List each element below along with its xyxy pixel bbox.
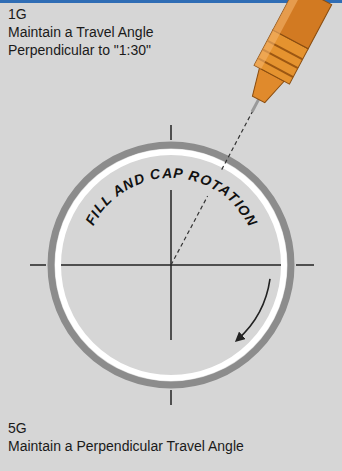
instruction-text: Maintain a Travel Angle bbox=[8, 24, 154, 41]
pipe-section: FILL AND CAP ROTATION bbox=[51, 145, 291, 385]
position-code: 1G bbox=[8, 6, 27, 23]
instruction-text: Perpendicular to "1:30" bbox=[8, 42, 151, 59]
rotation-label: FILL AND CAP ROTATION bbox=[51, 145, 291, 385]
position-code: 5G bbox=[8, 420, 27, 437]
instruction-text: Maintain a Perpendicular Travel Angle bbox=[8, 438, 244, 455]
